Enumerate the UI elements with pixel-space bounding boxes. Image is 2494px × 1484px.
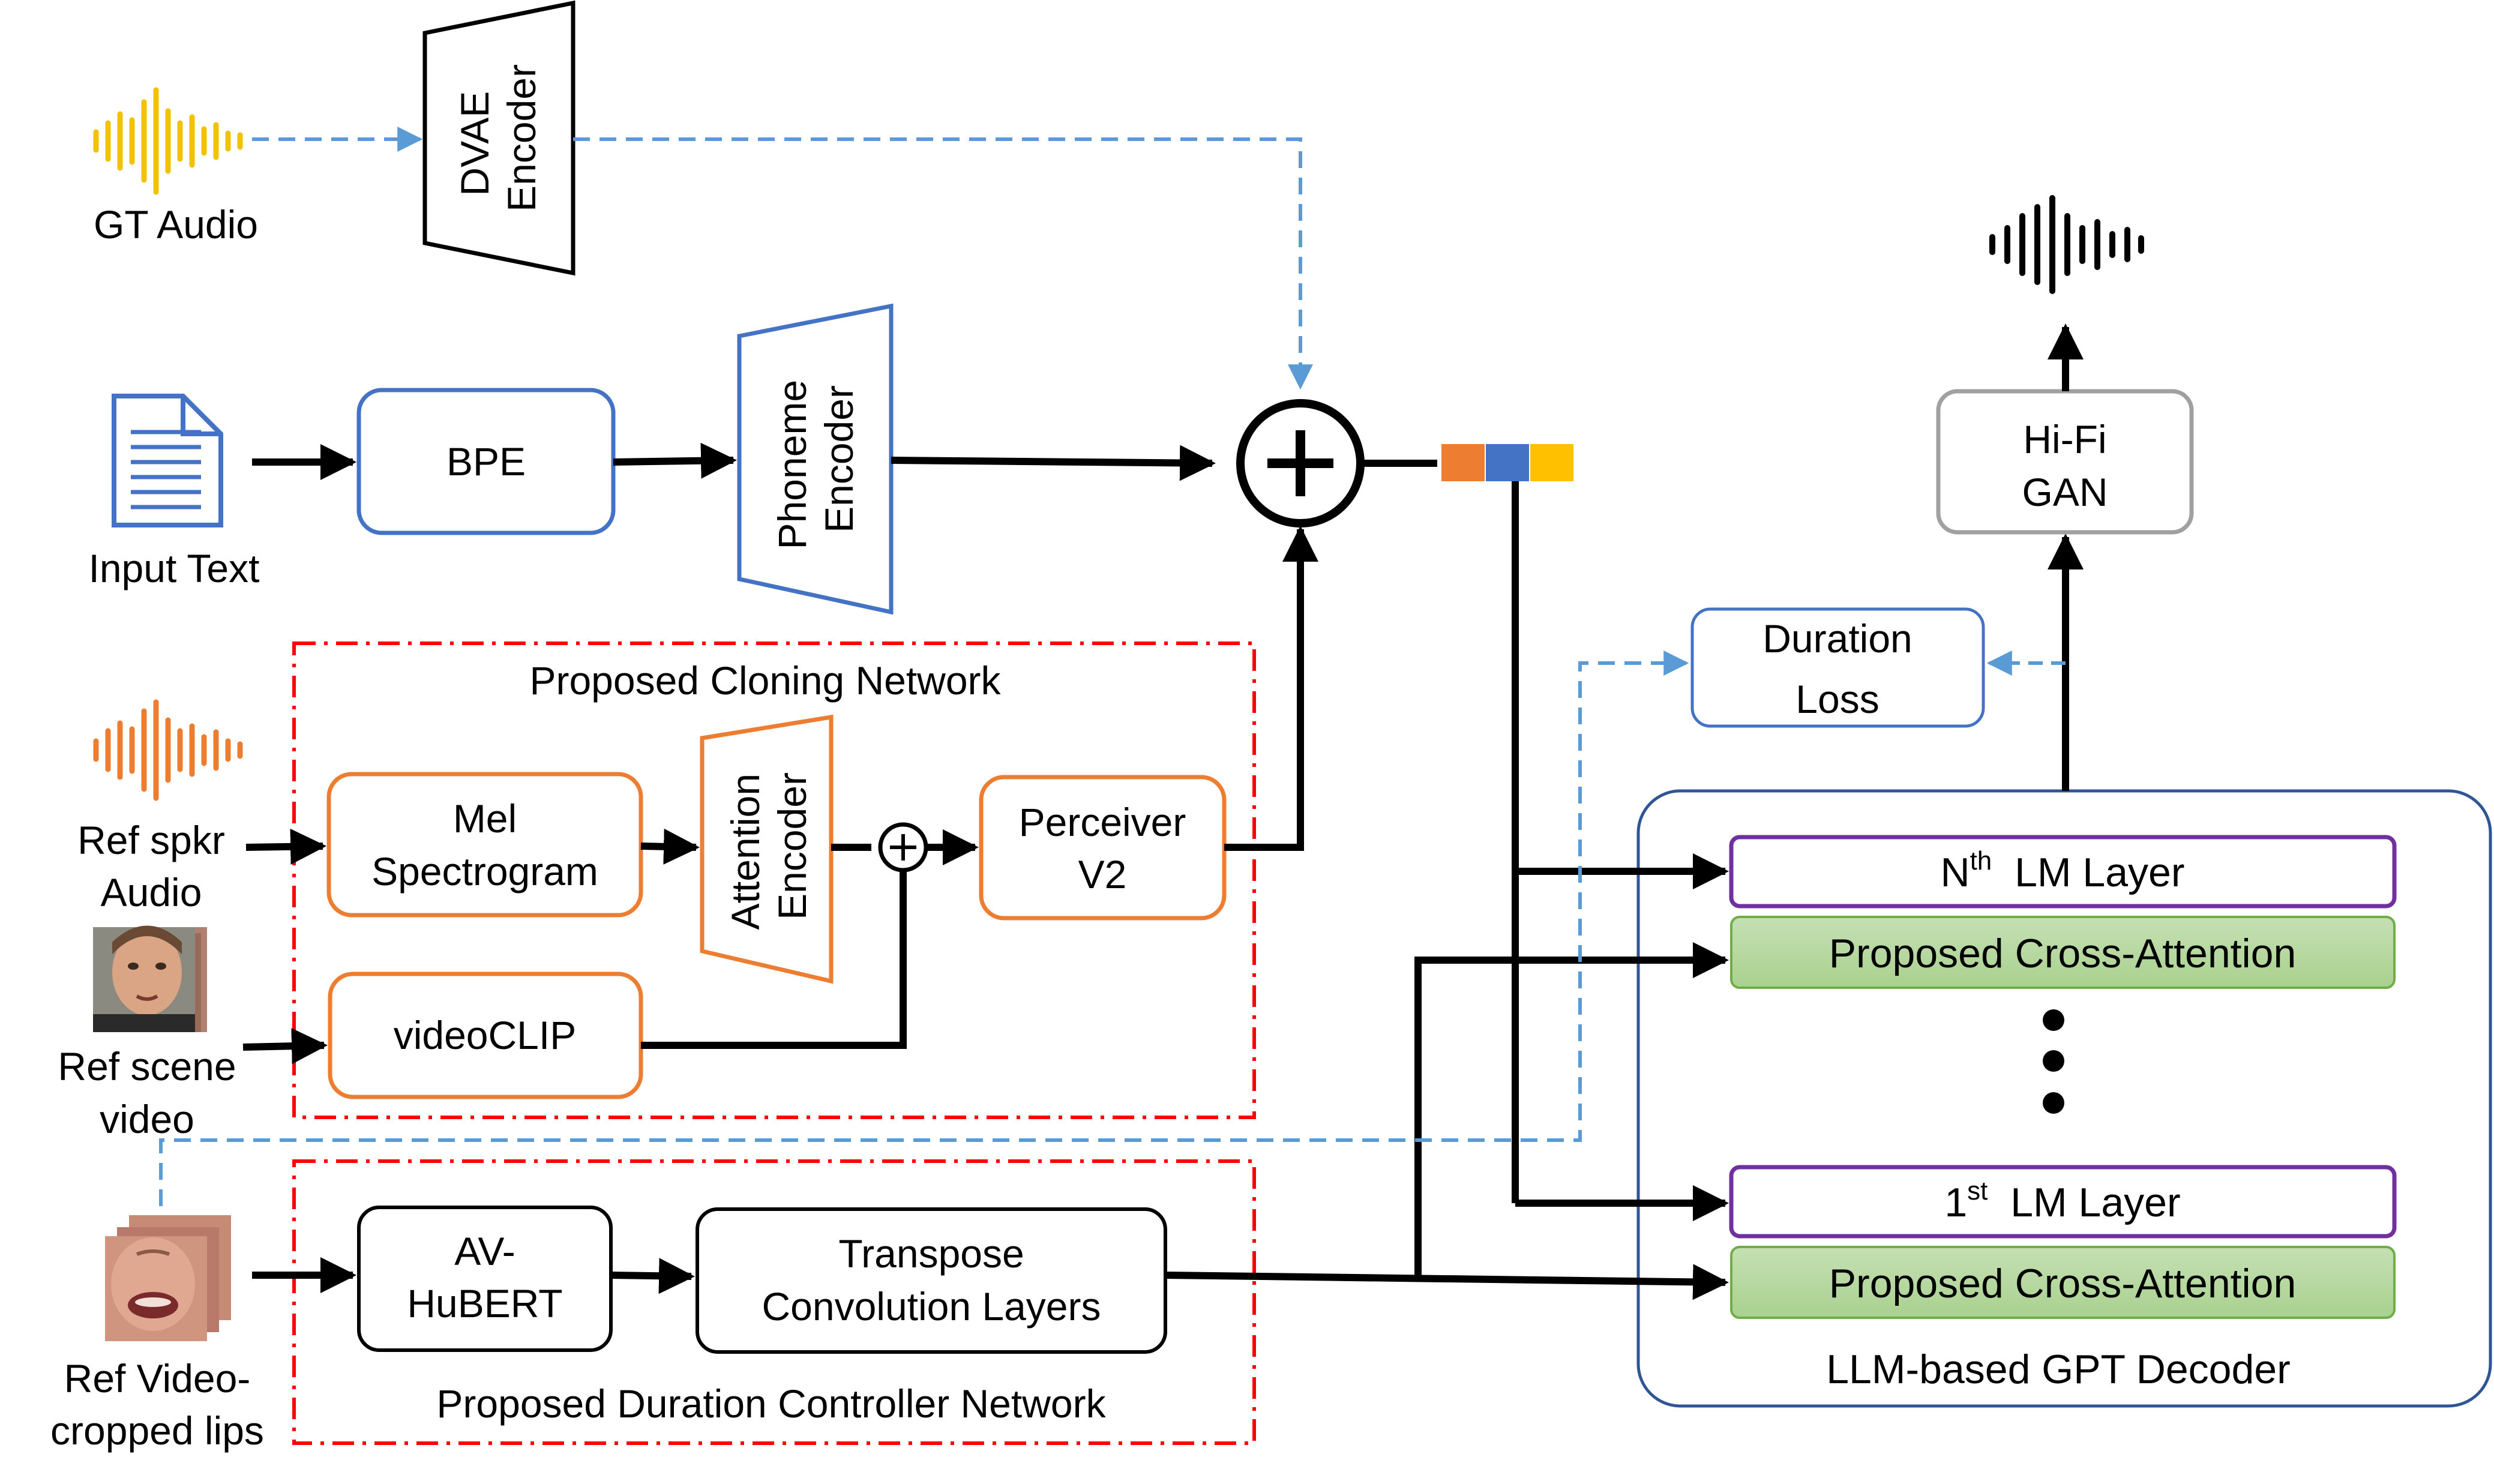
ref-scene-face-icon bbox=[93, 925, 207, 1032]
avhubert-to-transpose-arrow bbox=[610, 1258, 695, 1294]
transpose-to-bottom-cross-attention-arrow bbox=[1165, 1264, 1729, 1300]
nth-lm-layer-label: Nth LM Layer bbox=[1940, 846, 2184, 895]
gt-audio-label: GT Audio bbox=[94, 202, 258, 247]
attention-encoder-label: Attention Encoder bbox=[723, 763, 814, 930]
input-text-label: Input Text bbox=[89, 546, 260, 590]
perceiver-block bbox=[979, 775, 1227, 921]
gpt-decoder-label: LLM-based GPT Decoder bbox=[1826, 1347, 2291, 1392]
first-lm-layer-label: 1st LM Layer bbox=[1944, 1176, 2180, 1225]
avhubert-label-line1: AV- bbox=[454, 1229, 515, 1273]
output-audio-waveform-icon bbox=[1989, 195, 2144, 294]
videoclip-label: videoCLIP bbox=[394, 1013, 577, 1057]
dvae-to-sum-arrow bbox=[573, 137, 1313, 390]
perceiver-label-line2: V2 bbox=[1078, 852, 1127, 897]
bpe-to-phoneme-arrow bbox=[613, 442, 737, 479]
attention-encoder-block bbox=[700, 714, 834, 984]
first-lm-layer-block bbox=[1729, 1165, 2397, 1239]
avhubert-label-line2: HuBERT bbox=[407, 1281, 562, 1326]
ref-scene-video-label-line1: Ref scene bbox=[58, 1044, 236, 1089]
phoneme-encoder-label: Phoneme Encoder bbox=[770, 369, 861, 550]
duration-loss-label-line2: Loss bbox=[1795, 677, 1879, 721]
bpe-label: BPE bbox=[446, 439, 526, 484]
transpose-conv-label-line2: Convolution Layers bbox=[762, 1284, 1101, 1329]
layer-ellipsis bbox=[2043, 1009, 2064, 1114]
lips-to-duration-loss-arrow bbox=[159, 650, 1689, 1206]
ref-spkr-audio-label-line2: Audio bbox=[101, 870, 202, 915]
ref-spkr-audio-label-line1: Ref spkr bbox=[77, 818, 225, 862]
ref-lips-face-icon bbox=[105, 1215, 231, 1341]
transpose-conv-block bbox=[696, 1207, 1167, 1354]
hifigan-label-line2: GAN bbox=[2022, 470, 2108, 514]
nth-lm-layer-block bbox=[1729, 835, 2397, 909]
duration-loss-block bbox=[1690, 607, 1985, 728]
videoclip-to-plus-line bbox=[641, 870, 907, 1049]
cloning-network-title: Proposed Cloning Network bbox=[529, 658, 1001, 703]
cross-attention-top-block bbox=[1730, 916, 2396, 989]
duration-controller-title: Proposed Duration Controller Network bbox=[436, 1381, 1106, 1426]
ref-scene-video-label-line2: video bbox=[100, 1097, 194, 1141]
perceiver-to-sum-arrow bbox=[1224, 526, 1318, 851]
videoclip-block bbox=[328, 972, 643, 1099]
transpose-to-top-cross-attention-arrow bbox=[1414, 942, 1729, 1278]
token-embeddings bbox=[1441, 444, 1573, 481]
ref-audio-to-mel-arrow bbox=[245, 828, 326, 865]
hifigan-label-line1: Hi-Fi bbox=[2023, 417, 2106, 461]
sum-node-icon bbox=[1236, 399, 1365, 527]
dvae-encoder-label: DVAE Encoder bbox=[452, 64, 544, 212]
duration-controller-frame bbox=[292, 1159, 1256, 1445]
cross-attention-bottom-block bbox=[1730, 1246, 2396, 1319]
ref-lips-label-line2: cropped lips bbox=[50, 1408, 264, 1453]
mel-to-attention-arrow bbox=[640, 828, 700, 865]
cross-attention-top-label: Proposed Cross-Attention bbox=[1829, 931, 2297, 976]
mel-spectrogram-block bbox=[326, 772, 643, 918]
small-sum-node-icon bbox=[878, 822, 928, 873]
phoneme-encoder-block bbox=[737, 303, 894, 615]
gt-audio-waveform-icon bbox=[93, 87, 243, 195]
phoneme-to-sum-arrow bbox=[891, 445, 1216, 481]
mel-spectrogram-label-line1: Mel bbox=[453, 796, 517, 841]
dvae-encoder-block bbox=[422, 0, 575, 276]
duration-loss-label-line1: Duration bbox=[1762, 616, 1912, 661]
ref-lips-label-line1: Ref Video- bbox=[64, 1356, 251, 1401]
perceiver-label-line1: Perceiver bbox=[1019, 800, 1186, 844]
mel-spectrogram-label-line2: Spectrogram bbox=[371, 849, 598, 894]
scene-to-videoclip-arrow bbox=[242, 1028, 328, 1065]
cross-attention-bottom-label: Proposed Cross-Attention bbox=[1829, 1261, 2297, 1306]
document-icon bbox=[112, 394, 223, 527]
transpose-conv-label-line1: Transpose bbox=[838, 1231, 1024, 1276]
cloning-network-frame bbox=[292, 641, 1256, 1119]
ref-audio-waveform-icon bbox=[93, 699, 243, 801]
